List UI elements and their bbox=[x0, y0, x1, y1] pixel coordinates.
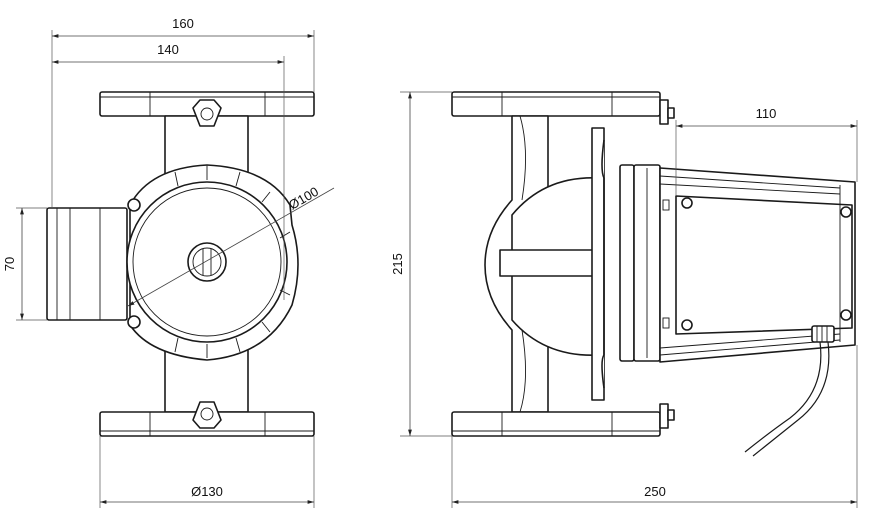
front-view: 160 140 Ø100 70 Ø130 bbox=[2, 16, 335, 508]
front-center-plug-icon bbox=[187, 242, 227, 282]
side-cable-gland bbox=[744, 325, 835, 457]
front-screw-top-icon bbox=[127, 198, 141, 212]
dim-label-250: 250 bbox=[644, 484, 666, 499]
side-terminal-box bbox=[659, 167, 856, 363]
dim-label-d130: Ø130 bbox=[191, 484, 223, 499]
side-bottom-flange bbox=[451, 411, 661, 437]
dim-front-width-inner: 140 bbox=[52, 42, 285, 300]
dim-flange-diameter: Ø130 bbox=[99, 436, 315, 508]
dim-label-70: 70 bbox=[2, 257, 17, 271]
terminal-screw-br-icon bbox=[840, 309, 852, 321]
dim-total-length: 250 bbox=[451, 345, 858, 508]
dim-label-215: 215 bbox=[390, 253, 405, 275]
side-view: 215 110 250 bbox=[390, 91, 858, 508]
dim-terminal-box-length: 110 bbox=[675, 106, 858, 196]
dim-label-d100: Ø100 bbox=[286, 184, 321, 213]
front-bottom-nut-icon bbox=[192, 401, 222, 429]
side-motor-flange bbox=[619, 164, 635, 362]
dim-port-height: 70 bbox=[2, 207, 47, 321]
terminal-screw-tr-icon bbox=[840, 206, 852, 218]
dim-label-160: 160 bbox=[172, 16, 194, 31]
side-top-flange bbox=[451, 91, 661, 117]
front-top-nut-icon bbox=[192, 99, 222, 127]
terminal-screw-tl-icon bbox=[681, 197, 693, 209]
dim-front-width-outer: 160 bbox=[51, 16, 315, 208]
front-screw-bottom-icon bbox=[127, 315, 141, 329]
dim-label-110: 110 bbox=[756, 106, 777, 121]
terminal-screw-bl-icon bbox=[681, 319, 693, 331]
front-side-port bbox=[46, 207, 128, 321]
front-motor-housing bbox=[126, 164, 299, 361]
dim-total-height: 215 bbox=[390, 91, 452, 437]
dim-label-140: 140 bbox=[157, 42, 179, 57]
